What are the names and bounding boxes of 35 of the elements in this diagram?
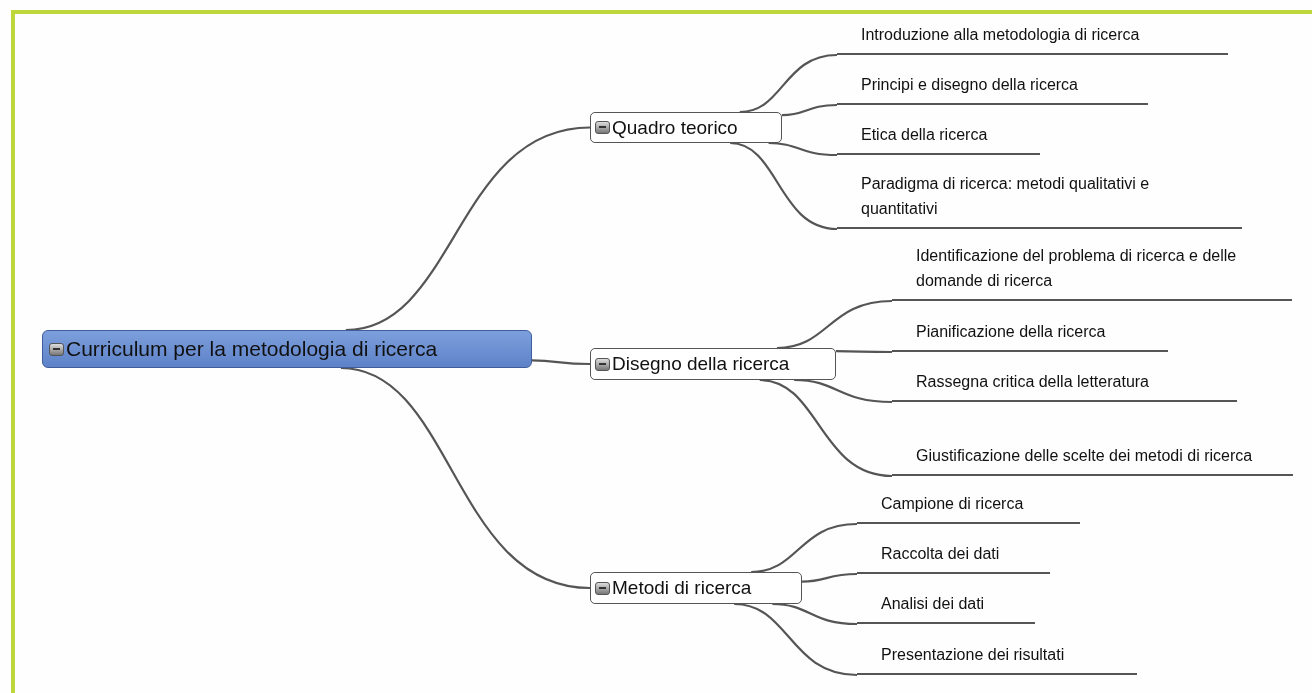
topic-label: Introduzione alla metodologia di ricerca	[861, 25, 1141, 45]
connector-line	[751, 522, 858, 574]
topic-label: Pianificazione della ricerca	[916, 322, 1107, 342]
connector-line	[340, 366, 591, 590]
connector-line	[768, 141, 838, 157]
connector-line	[532, 359, 590, 366]
connector-line	[836, 350, 892, 354]
connector-line	[734, 602, 858, 677]
connector-line	[794, 378, 893, 404]
topic-label: Analisi dei dati	[881, 594, 986, 614]
central-topic-box	[42, 330, 532, 368]
connector-line	[345, 126, 591, 332]
connector-line	[776, 299, 893, 350]
topic-box	[590, 112, 782, 143]
topic-label: Paradigma di ricerca: metodi qualitativi e quantitativi	[861, 174, 1151, 219]
topic-label: Quadro teorico	[612, 115, 738, 140]
topic-label: Raccolta dei dati	[881, 544, 1001, 564]
connector-line	[759, 378, 893, 478]
topic-label: Giustificazione delle scelte dei metodi di ricerca	[916, 446, 1254, 466]
topic-label: Campione di ricerca	[881, 494, 1025, 514]
connector-line	[801, 572, 858, 583]
topic-label: Curriculum per la metodologia di ricerca	[66, 337, 438, 361]
topic-label: Metodi di ricerca	[612, 576, 752, 600]
connector-line	[781, 103, 838, 117]
topic-label: Principi e disegno della ricerca	[861, 75, 1079, 95]
topic-label: Disegno della ricerca	[612, 352, 790, 376]
topic-box	[590, 348, 836, 380]
topic-label: Etica della ricerca	[861, 125, 989, 145]
topic-label: Rassegna critica della letteratura	[916, 372, 1150, 392]
connector-line	[730, 141, 838, 231]
connector-line	[772, 602, 858, 626]
topic-box	[590, 572, 802, 604]
topic-label: Identificazione del problema di ricerca e delle domande di ricerca	[916, 246, 1238, 291]
topic-label: Presentazione dei risultati	[881, 645, 1066, 665]
connector-line	[739, 53, 838, 114]
